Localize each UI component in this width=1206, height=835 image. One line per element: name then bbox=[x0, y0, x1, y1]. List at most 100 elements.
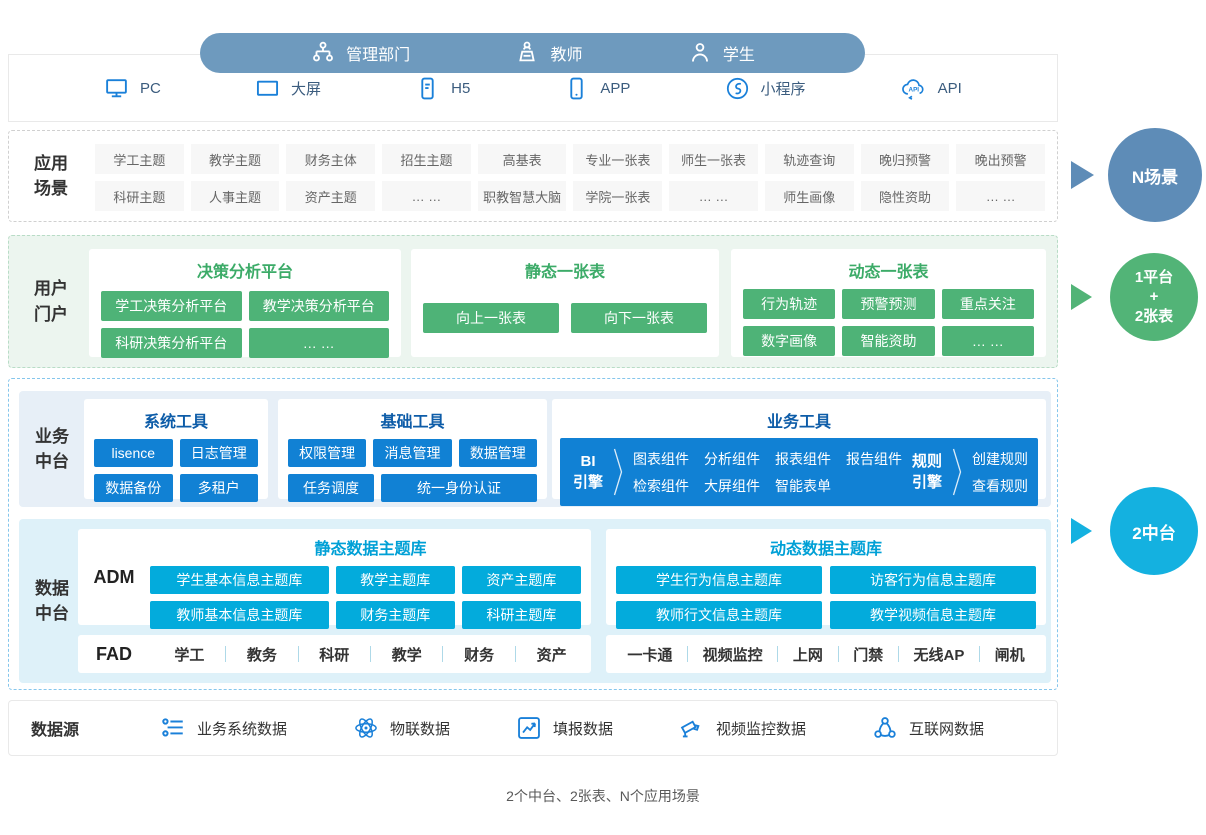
db-button: 教学视频信息主题库 bbox=[830, 601, 1036, 629]
source-item: 上网 bbox=[792, 646, 823, 664]
datasource-item-label: 业务系统数据 bbox=[196, 720, 287, 738]
datasource-item-label: 视频监控数据 bbox=[715, 720, 806, 738]
fad-item: 学工 bbox=[174, 646, 205, 664]
channel-pc: PC bbox=[104, 76, 161, 101]
tool-button: 消息管理 bbox=[373, 439, 452, 467]
channel-api: API API bbox=[900, 75, 962, 102]
channel-label: 小程序 bbox=[760, 80, 806, 98]
scenario-chip: 轨迹查询 bbox=[764, 144, 854, 174]
section-label-user-portal: 用户 门户 bbox=[34, 279, 68, 324]
db-button: 学生基本信息主题库 bbox=[150, 566, 329, 594]
db-button: 资产主题库 bbox=[461, 566, 581, 594]
db-button: 财务主题库 bbox=[335, 601, 455, 629]
section-user-portal: 用户 门户 决策分析平台 学工决策分析平台 教学决策分析平台 科研决策分析平台 … bbox=[8, 235, 1058, 368]
scenario-chip: 高基表 bbox=[477, 144, 567, 174]
scenario-chip: … … bbox=[669, 181, 758, 211]
panel-dynamic-table: 动态一张表 行为轨迹 预警预测 重点关注 数字画像 智能资助 … … bbox=[731, 249, 1046, 357]
scenario-chip: 招生主题 bbox=[382, 144, 471, 174]
fad-label: FAD bbox=[96, 643, 132, 664]
report-chart-icon bbox=[516, 715, 542, 741]
teacher-icon bbox=[514, 40, 540, 66]
datasource-item-label: 物联数据 bbox=[389, 720, 450, 738]
datasource-iot: 物联数据 bbox=[353, 715, 450, 741]
datasource-item-label: 填报数据 bbox=[552, 720, 613, 738]
fad-item: 教学 bbox=[391, 646, 422, 664]
role-label: 学生 bbox=[722, 47, 755, 64]
scenario-chips: 学工主题 教学主题 财务主体 招生主题 高基表 专业一张表 师生一张表 轨迹查询… bbox=[95, 144, 1045, 211]
component-item: 报表组件 bbox=[775, 450, 832, 467]
tool-button: 数据备份 bbox=[94, 474, 173, 502]
section-platforms: 业务 中台 系统工具 lisence 日志管理 数据备份 多租户 基础工具 权限… bbox=[8, 378, 1058, 690]
tool-button: 多租户 bbox=[179, 474, 258, 502]
rule-item: 创建规则 bbox=[972, 450, 1029, 467]
fad-item: 资产 bbox=[536, 646, 567, 664]
scenario-chip: … … bbox=[956, 181, 1045, 211]
tool-button: lisence bbox=[94, 439, 173, 467]
db-button: 访客行为信息主题库 bbox=[830, 566, 1036, 594]
role-student: 学生 bbox=[687, 40, 755, 66]
badge-2-platforms: 2中台 bbox=[1110, 487, 1198, 575]
component-item: 分析组件 bbox=[704, 450, 761, 467]
fad-item: 财务 bbox=[464, 646, 495, 664]
db-button: 教师行文信息主题库 bbox=[616, 601, 822, 629]
portal-button: … … bbox=[941, 326, 1034, 356]
dynamic-sources-bar: 一卡通 视频监控 上网 门禁 无线AP 闸机 bbox=[606, 635, 1046, 673]
scenario-chip: 职教智慧大脑 bbox=[477, 181, 567, 211]
scenario-chip: 学工主题 bbox=[95, 144, 184, 174]
tool-button: 统一身份认证 bbox=[381, 474, 537, 502]
source-item: 闸机 bbox=[994, 646, 1025, 664]
panel-title: 静态一张表 bbox=[524, 264, 605, 281]
adm-label: ADM bbox=[93, 566, 135, 587]
channel-label: H5 bbox=[451, 79, 471, 97]
role-teacher: 教师 bbox=[514, 40, 583, 66]
scenario-chip: 资产主题 bbox=[286, 181, 376, 211]
h5-icon bbox=[415, 76, 440, 101]
badge-platform-tables: 1平台 + 2张表 bbox=[1110, 253, 1198, 341]
panel-title: 基础工具 bbox=[380, 414, 445, 431]
org-icon bbox=[310, 40, 336, 66]
db-button: 教学主题库 bbox=[335, 566, 455, 594]
panel-title: 动态数据主题库 bbox=[769, 541, 882, 558]
scenario-chip: 专业一张表 bbox=[573, 144, 663, 174]
arrow-right-icon bbox=[1071, 284, 1092, 310]
role-label: 教师 bbox=[550, 47, 583, 64]
arrow-right-icon bbox=[1071, 161, 1094, 189]
portal-button: 智能资助 bbox=[842, 326, 935, 356]
panel-basic-tools: 基础工具 权限管理 消息管理 数据管理 任务调度 统一身份认证 bbox=[278, 399, 547, 502]
tool-button: 数据管理 bbox=[458, 439, 537, 467]
fad-item: 教务 bbox=[246, 646, 277, 664]
bi-components: 图表组件 分析组件 报表组件 报告组件 检索组件 大屏组件 智能表单 bbox=[633, 449, 902, 496]
scenario-chip: 师生一张表 bbox=[669, 144, 758, 174]
portal-button: 重点关注 bbox=[941, 289, 1034, 319]
component-item: 大屏组件 bbox=[704, 477, 761, 494]
panel-title: 静态数据主题库 bbox=[314, 541, 427, 558]
panel-title: 业务工具 bbox=[766, 414, 831, 431]
channel-h5: H5 bbox=[415, 76, 470, 101]
panel-business-tools: 业务工具 BI 引擎 图表组件 分析组件 bbox=[552, 399, 1046, 506]
panel-title: 决策分析平台 bbox=[196, 264, 293, 281]
rule-actions: 创建规则 查看规则 bbox=[972, 449, 1028, 496]
scenario-chip: 教学主题 bbox=[190, 144, 280, 174]
api-cloud-icon: API bbox=[900, 75, 927, 102]
arrow-right-icon bbox=[1071, 518, 1092, 544]
camera-icon bbox=[679, 715, 705, 741]
fad-bar: FAD 学工 教务 科研 教学 财务 资产 bbox=[78, 635, 591, 673]
scenario-chip: 人事主题 bbox=[190, 181, 280, 211]
portal-button: 科研决策分析平台 bbox=[101, 328, 242, 358]
portal-button: 行为轨迹 bbox=[743, 289, 836, 319]
portal-button: 预警预测 bbox=[842, 289, 935, 319]
scenario-chip: 学院一张表 bbox=[573, 181, 663, 211]
miniprogram-icon bbox=[725, 76, 750, 101]
source-item: 一卡通 bbox=[627, 646, 673, 664]
section-app-scenarios: 应用 场景 学工主题 教学主题 财务主体 招生主题 高基表 专业一张表 师生一张… bbox=[8, 130, 1058, 222]
section-data-platform: 数据 中台 ADM 静态数据主题库 学生基本信息主题库 教学主题库 资产主题库 … bbox=[19, 519, 1051, 683]
portal-button: 数字画像 bbox=[743, 326, 836, 356]
student-icon bbox=[687, 40, 713, 66]
scenario-chip: 科研主题 bbox=[95, 181, 184, 211]
portal-button: 向下一张表 bbox=[571, 303, 707, 333]
app-icon bbox=[564, 76, 589, 101]
internet-icon bbox=[872, 715, 898, 741]
panel-static-db: ADM 静态数据主题库 学生基本信息主题库 教学主题库 资产主题库 教师基本信息… bbox=[78, 529, 591, 629]
fad-item: 科研 bbox=[319, 646, 350, 664]
